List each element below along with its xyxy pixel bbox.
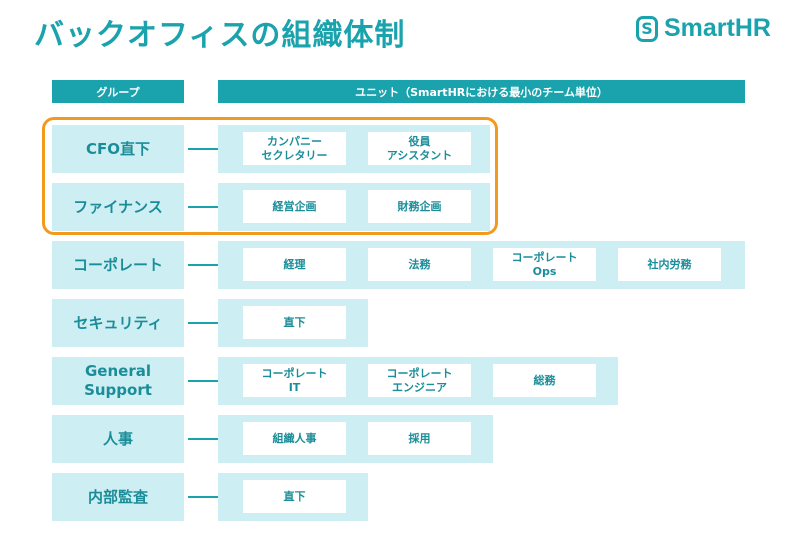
connector xyxy=(188,206,218,208)
group-corporate: コーポレート xyxy=(52,241,184,289)
unit-corporate-planning: 経営企画 xyxy=(243,190,346,223)
group-column-header: グループ xyxy=(52,80,184,103)
unit-corporate-it: コーポレート IT xyxy=(243,364,346,397)
unit-corporate-ops: コーポレート Ops xyxy=(493,248,596,281)
group-general-support: General Support xyxy=(52,357,184,405)
connector xyxy=(188,438,218,440)
unit-audit-direct: 直下 xyxy=(243,480,346,513)
unit-general-affairs: 総務 xyxy=(493,364,596,397)
unit-recruiting: 採用 xyxy=(368,422,471,455)
unit-security-direct: 直下 xyxy=(243,306,346,339)
group-cfo-direct: CFO直下 xyxy=(52,125,184,173)
unit-corporate-engineer: コーポレート エンジニア xyxy=(368,364,471,397)
group-hr: 人事 xyxy=(52,415,184,463)
unit-financial-planning: 財務企画 xyxy=(368,190,471,223)
connector xyxy=(188,496,218,498)
smarthr-logo-icon: S xyxy=(636,15,658,42)
logo: S SmartHR xyxy=(636,14,771,43)
connector xyxy=(188,264,218,266)
unit-legal: 法務 xyxy=(368,248,471,281)
group-internal-audit: 内部監査 xyxy=(52,473,184,521)
connector xyxy=(188,380,218,382)
logo-text: SmartHR xyxy=(664,14,771,42)
unit-company-secretary: カンパニー セクレタリー xyxy=(243,132,346,165)
unit-executive-assistant: 役員 アシスタント xyxy=(368,132,471,165)
unit-column-header: ユニット（SmartHRにおける最小のチーム単位） xyxy=(218,80,745,103)
connector xyxy=(188,148,218,150)
unit-accounting: 経理 xyxy=(243,248,346,281)
unit-labor-affairs: 社内労務 xyxy=(618,248,721,281)
group-finance: ファイナンス xyxy=(52,183,184,231)
group-security: セキュリティ xyxy=(52,299,184,347)
connector xyxy=(188,322,218,324)
unit-org-hr: 組織人事 xyxy=(243,422,346,455)
page-title: バックオフィスの組織体制 xyxy=(34,18,406,53)
